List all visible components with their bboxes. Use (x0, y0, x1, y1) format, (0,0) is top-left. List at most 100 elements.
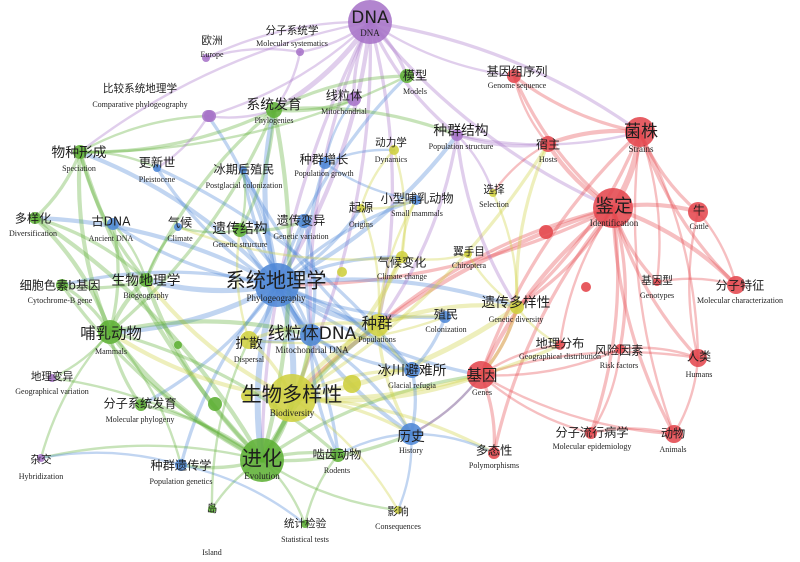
node-hybridization[interactable] (37, 454, 45, 462)
node-pleistocene[interactable] (153, 164, 161, 172)
node-molphylo[interactable] (135, 399, 147, 411)
node-molepi[interactable] (585, 427, 597, 439)
node-speciation[interactable] (73, 145, 87, 159)
node-glacialrefugia[interactable] (404, 362, 420, 378)
edge-mammals-popgenetics (108, 330, 183, 467)
edge-mtdna-glacialrefugia (309, 333, 414, 372)
unlabeled-node-2 (581, 282, 591, 292)
node-label-cn-molphylo: 分子系统发育 (103, 396, 176, 411)
node-label-cn-biogeo: 生物地理学 (112, 273, 181, 289)
node-strains[interactable] (625, 117, 655, 147)
node-smallmammals[interactable] (411, 195, 421, 205)
node-cattle[interactable] (688, 202, 708, 222)
node-ancientdna[interactable] (107, 218, 119, 230)
edge-evolution-speciation (77, 149, 265, 463)
edge-compphylo-pleistocene (155, 114, 210, 170)
node-label-cn-populations: 种群 (362, 315, 393, 333)
edge-mammals-diversification (32, 215, 113, 335)
edge-identification-molepi (589, 206, 620, 435)
node-label-en-humans: Humans (686, 370, 713, 379)
node-rodents[interactable] (331, 448, 345, 462)
node-label-en-pleistocene: Pleistocene (139, 175, 176, 184)
unlabeled-node-8 (241, 390, 253, 402)
node-identification[interactable] (593, 188, 633, 228)
node-evolution[interactable] (240, 438, 284, 482)
node-phylogeography[interactable] (255, 263, 299, 307)
node-label-en-biogeo: Biogeography (123, 291, 168, 300)
node-popgrowth[interactable] (319, 157, 331, 169)
node-models[interactable] (400, 69, 414, 83)
node-phylogenies[interactable] (266, 102, 282, 118)
node-genes[interactable] (467, 361, 495, 389)
node-dispersal[interactable] (240, 331, 258, 349)
node-consequences[interactable] (394, 506, 402, 514)
node-mito[interactable] (347, 92, 361, 106)
node-compphylo[interactable] (202, 110, 214, 122)
node-molchar[interactable] (727, 276, 745, 294)
node-label-cn-identification: 鉴定 (595, 197, 632, 218)
node-climatechange[interactable] (396, 251, 408, 263)
node-mtdna[interactable] (300, 324, 322, 346)
edge-identification-phylogeography (275, 206, 615, 287)
node-biodiversity[interactable] (268, 374, 316, 422)
node-label-cn-glacialrefugia: 冰川避难所 (378, 363, 447, 379)
node-label-en-popstruct: Population structure (429, 142, 494, 151)
node-genstruct[interactable] (233, 223, 247, 237)
node-polymorphisms[interactable] (488, 447, 500, 459)
node-hosts[interactable] (540, 136, 556, 152)
node-label-en-popgrowth: Population growth (294, 169, 353, 178)
edge-gendiv-selection (491, 191, 519, 309)
node-popstruct[interactable] (451, 129, 463, 141)
edge-molepi-riskfactors (589, 347, 622, 435)
node-chiroptera[interactable] (464, 250, 472, 258)
node-genotypes[interactable] (653, 278, 661, 286)
edge-rodents-statistical (303, 453, 340, 526)
edge-mammals-rodents (108, 330, 340, 457)
node-postglacial[interactable] (239, 166, 247, 174)
node-genvar[interactable] (297, 214, 311, 228)
node-label-cn-hybridization: 杂交 (30, 453, 52, 466)
node-molsys[interactable] (296, 48, 304, 56)
node-genomeseq[interactable] (507, 69, 521, 83)
node-label-cn-molchar: 分子特征 (716, 278, 765, 293)
node-biogeo[interactable] (139, 273, 153, 287)
node-diversification[interactable] (29, 212, 41, 224)
node-geovar[interactable] (48, 374, 56, 382)
edge-strains-genes (479, 130, 642, 377)
edge-speciation-phylogenies (78, 108, 276, 154)
node-animals[interactable] (665, 425, 683, 443)
unlabeled-node-1 (539, 225, 553, 239)
node-label-en-genstruct: Genetic structure (213, 240, 268, 249)
node-europe[interactable] (202, 54, 210, 62)
node-geodist[interactable] (555, 340, 565, 350)
node-gendiv[interactable] (510, 300, 524, 314)
node-label-cn-smallmammals: 小型哺乳动物 (380, 192, 453, 206)
node-mammals[interactable] (98, 320, 122, 344)
node-history[interactable] (400, 423, 422, 445)
node-populations[interactable] (367, 314, 389, 336)
node-label-cn-dispersal: 扩散 (235, 336, 263, 352)
node-popgenetics[interactable] (175, 459, 187, 471)
node-label-en-island: Island (202, 548, 222, 557)
node-origins[interactable] (357, 204, 365, 212)
edge-dna-populations (368, 20, 395, 327)
node-climate[interactable] (174, 223, 182, 231)
node-dna[interactable] (348, 0, 392, 44)
edge-phylogeography-cytb (60, 270, 279, 287)
node-statistical[interactable] (301, 520, 309, 528)
node-riskfactors[interactable] (615, 344, 625, 354)
edge-phylogeography-compphylo (206, 114, 279, 287)
edge-phylogeography-popgenetics (179, 283, 279, 467)
node-label-en-glacialrefugia: Glacial refugia (388, 381, 436, 390)
edge-glacialrefugia-postglacial (241, 168, 414, 372)
node-humans[interactable] (689, 349, 707, 367)
node-label-cn-geovar: 地理变异 (31, 370, 74, 383)
node-selection[interactable] (489, 189, 497, 197)
edge-evolution-hybridization (39, 444, 264, 462)
edge-identification-genes (478, 205, 616, 378)
node-island[interactable] (208, 505, 216, 513)
node-cytb[interactable] (56, 279, 68, 291)
edge-dna-identification (368, 20, 615, 210)
node-colonization[interactable] (439, 311, 451, 323)
node-dynamics[interactable] (389, 145, 399, 155)
